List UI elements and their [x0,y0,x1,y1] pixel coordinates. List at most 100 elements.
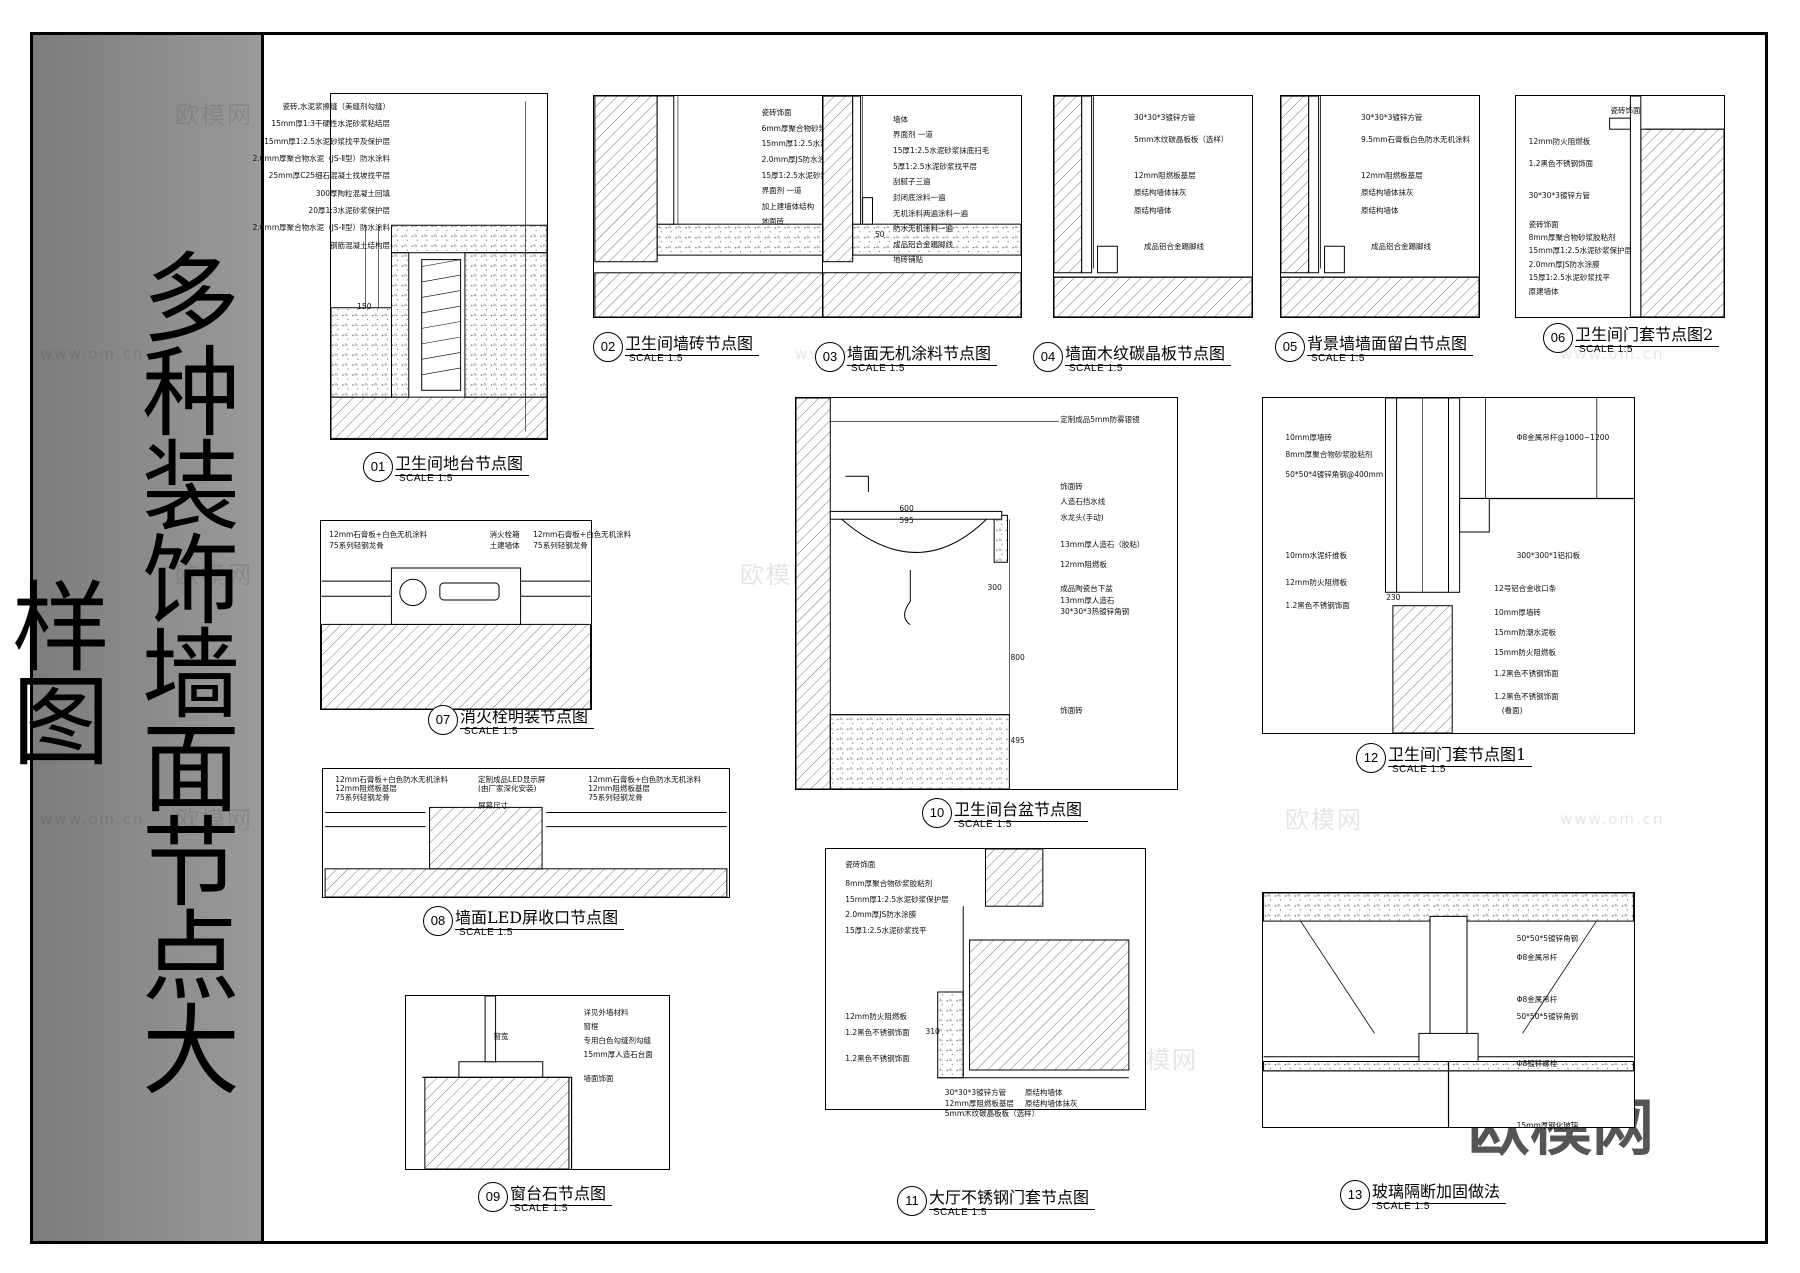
callout-label: 30*30*3镀锌方管 [1134,112,1196,122]
callout-label: 地面砖 [761,217,785,227]
callout-label: 150 [357,302,372,312]
callout-label: 12mm阻燃板基层 [335,784,397,794]
callout-label: 310 [925,1027,940,1037]
watermark-url: www.om.cn [1560,810,1665,828]
callout-label: 屏幕尺寸 [478,801,509,811]
callout-label: 595 [899,515,914,525]
callout-label: 窗宽 [493,1032,509,1041]
detail-title: 窗台石节点图 [510,1180,613,1206]
callout-label: 2.0mm厚聚合物水泥（JS-Ⅱ型）防水涂料 [252,223,391,233]
callout-label: 定制成品5mm防雾银镜 [1060,414,1140,424]
callout-label: 230 [1386,593,1401,603]
callout-label: (由厂家深化安装) [478,784,537,794]
callout-label: Φ8金属吊杆 [1516,953,1558,962]
callout-label: 12mm厚阻燃板基层 [944,1098,1014,1108]
detail-title: 卫生间墙砖节点图 [625,330,760,356]
callout-label: 原结构墙体 [1134,206,1172,216]
callout-label: 15mm厚1:2.5水泥砂浆保护层 [845,894,949,904]
watermark-url: www.om.cn [1560,345,1665,363]
callout-label: 刮腻子三遍 [893,177,931,187]
detail-scale: SCALE 1:5 [1579,344,1633,355]
callout-label: 30*30*3热镀锌角钢 [1060,607,1130,617]
callout-label: 50*50*5镀锌角钢 [1516,934,1578,944]
detail-number: 09 [478,1182,508,1212]
callout-label: 1.2黑色不锈钢饰面 [1494,692,1559,702]
detail-linework [1609,96,1724,317]
callout-label: 详见外墙材料 [583,1007,629,1017]
callout-label: 12mm石膏板+白色防水无机涂料 [588,775,702,785]
callout-label: 15mm厚1:2.5水泥砂浆保护层 [1528,246,1632,256]
callout-label: 12mm石膏板+白色无机涂料 [533,529,632,539]
watermark-text: 欧模网 [175,561,253,589]
watermark-text: 欧模网 [175,101,253,129]
callout-label: 2.0mm厚聚合物水泥（JS-Ⅱ型）防水涂料 [252,153,391,163]
detail-linework [1281,96,1479,317]
callout-label: 1.2黑色不锈钢饰面 [845,1054,910,1064]
sheet-title: 多种装饰墙面节点大样图 [0,247,239,1093]
detail-linework [796,398,1059,789]
callout-label: 消火栓箱 [489,529,520,539]
callout-label: 墙体 [893,114,908,124]
callout-label: 15mm厚人造石台面 [583,1049,653,1059]
watermark-text: 欧模网 [1285,806,1363,834]
detail-scale: SCALE 1:5 [514,1203,568,1214]
callout-label: 495 [1010,735,1025,745]
detail-scale: SCALE 1:5 [459,927,513,938]
callout-label: 钢筋混凝土结构层 [330,240,391,250]
detail-linework [324,806,728,897]
callout-label: 2.0mm厚JS防水涂膜 [845,910,917,920]
callout-label: 15厚1:2.5水泥砂浆找平 [845,925,927,935]
callout-label: 水龙头(手动) [1060,512,1104,522]
callout-label: 1.2黑色不锈钢饰面 [845,1028,910,1038]
callout-label: 饰面砖 [1060,481,1083,491]
detail-scale: SCALE 1:5 [851,363,905,374]
callout-label: 12号铝合金收口条 [1494,584,1557,594]
detail-linework [321,567,591,709]
callout-label: 12mm阻燃板 [1060,560,1107,570]
detail-linework [823,96,1021,317]
callout-label: 土建墙体 [489,541,520,550]
callout-label: 50 [875,229,885,239]
callout-label: 10mm厚墙砖 [1494,607,1541,617]
callout-label: 原结构墙体抹灰 [1134,188,1187,198]
detail-scale: SCALE 1:5 [1392,764,1446,775]
callout-label: 15厚1:2.5水泥砂浆抹底扫毛 [893,146,990,156]
callout-label: 2.0mm厚JS防水涂膜 [761,154,833,164]
callout-label: 300厚陶粒混凝土回填 [315,188,391,198]
callout-label: 15厚1:2.5水泥砂浆找平 [761,170,843,180]
callout-label: 800 [1010,653,1025,663]
callout-label: Φ8金属吊杆 [1516,995,1558,1005]
callout-label: 13mm厚人造石（胶粘） [1060,540,1145,550]
callout-label: 75系列轻钢龙骨 [335,793,390,803]
callout-label: 1.2黑色不锈钢饰面 [1285,601,1350,611]
sheet-border [30,32,1768,1244]
callout-label: 防水无机涂料一遍 [893,224,953,234]
detail-title: 卫生间门套节点图1 [1388,741,1533,767]
callout-label: 75系列轻钢龙骨 [329,541,384,550]
detail-title: 墙面LED屏收口节点图 [455,904,625,930]
callout-label: 5厚1:2.5水泥砂浆找平层 [893,161,977,171]
callout-label: 1.2黑色不锈钢饰面 [1494,668,1559,678]
detail-linework [1384,398,1634,733]
watermark-text: 欧模网 [175,806,253,834]
callout-label: 50*50*4镀锌角钢@400mm [1285,469,1384,479]
detail-title: 墙面无机涂料节点图 [847,340,998,366]
callout-label: 原建墙体 [1528,286,1559,296]
detail-linework [331,101,547,439]
callout-label: 12mm阻燃板基层 [1361,170,1423,180]
detail-scale: SCALE 1:5 [629,353,683,364]
callout-label: 50*50*5镀锌角钢 [1516,1012,1578,1021]
watermark-url: www.om.cn [40,810,145,828]
detail-title: 消火栓明装节点图 [460,703,595,729]
detail-number: 05 [1275,332,1305,362]
callout-label: 2.0mm厚JS防水涂膜 [1528,259,1600,269]
callout-label: 成品铝合金踢脚线 [1371,241,1431,251]
detail-linework [937,849,1130,1079]
callout-label: 成品铝合金踢脚线 [1144,241,1204,251]
